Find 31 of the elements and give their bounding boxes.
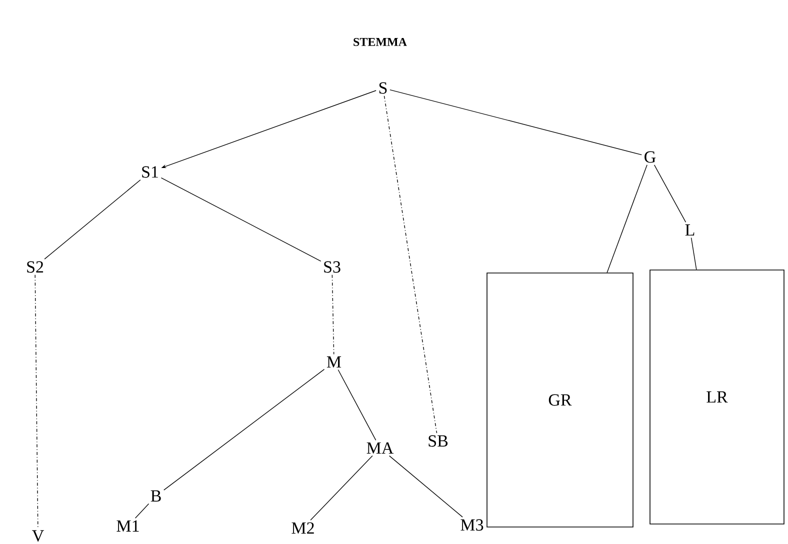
node-label: G — [644, 151, 656, 163]
rectangle-box: GR — [486, 272, 634, 528]
node-label: L — [685, 224, 694, 236]
connector-line — [654, 164, 686, 223]
connector-line — [310, 455, 373, 520]
connector-line — [44, 180, 141, 260]
connector-line — [34, 274, 38, 528]
node-label: S — [379, 82, 387, 94]
node-label: B — [150, 490, 161, 502]
node-label: S3 — [324, 261, 340, 273]
node-label: MA — [366, 442, 394, 454]
node-label: S1 — [142, 166, 158, 178]
node-label: SB — [428, 435, 448, 447]
connector-line — [690, 237, 697, 270]
node-label: M — [326, 356, 342, 368]
connector-line — [388, 455, 463, 518]
connector-line — [160, 177, 322, 262]
node-label: S2 — [27, 261, 44, 273]
connector-line — [332, 274, 334, 355]
title: STEMMA — [354, 38, 407, 46]
connector-line — [384, 96, 438, 434]
node-label: M2 — [292, 522, 314, 534]
connector-line — [338, 369, 376, 441]
connector-line — [164, 368, 325, 490]
connector-line — [606, 164, 648, 273]
connector-line — [390, 89, 642, 156]
rectangle-box: LR — [650, 270, 784, 524]
node-label: M1 — [116, 520, 139, 532]
connector-line — [134, 503, 150, 519]
node-label: V — [32, 530, 44, 542]
node-label: M3 — [460, 519, 484, 531]
